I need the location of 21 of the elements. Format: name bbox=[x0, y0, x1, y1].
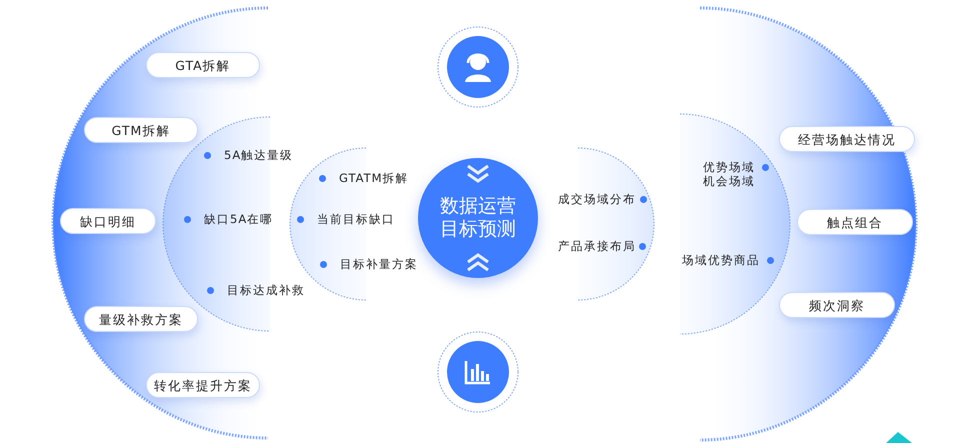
bullet-text: 5A触达量级 bbox=[224, 148, 294, 162]
center-title: 数据运营目标预测 bbox=[439, 195, 517, 241]
bullet-text: 优势场域机会场域 bbox=[703, 160, 756, 188]
pill-label: GTM拆解 bbox=[84, 117, 198, 143]
bullet-text: 场域优势商品 bbox=[682, 253, 760, 267]
pill-label: 触点组合 bbox=[797, 209, 913, 235]
bullet-text: 当前目标缺口 bbox=[317, 212, 395, 226]
bullet-text: 目标达成补救 bbox=[227, 283, 305, 297]
icon-circle bbox=[447, 341, 509, 403]
pill-label: 量级补救方案 bbox=[84, 306, 198, 332]
bullet-text: 缺口5A在哪 bbox=[204, 212, 274, 226]
pill-label: GTA拆解 bbox=[146, 52, 260, 78]
bullet-text: GTATM拆解 bbox=[339, 171, 409, 185]
pill-label: 缺口明细 bbox=[60, 208, 156, 234]
icon-circle bbox=[447, 36, 509, 98]
pill-label: 转化率提升方案 bbox=[146, 372, 260, 398]
pill-label: 频次洞察 bbox=[779, 292, 895, 318]
bullet-text: 产品承接布局 bbox=[558, 239, 636, 253]
bullet-text: 目标补量方案 bbox=[340, 257, 418, 271]
pill-label: 经营场触达情况 bbox=[779, 126, 915, 152]
bullet-text: 成交场域分布 bbox=[558, 192, 636, 206]
